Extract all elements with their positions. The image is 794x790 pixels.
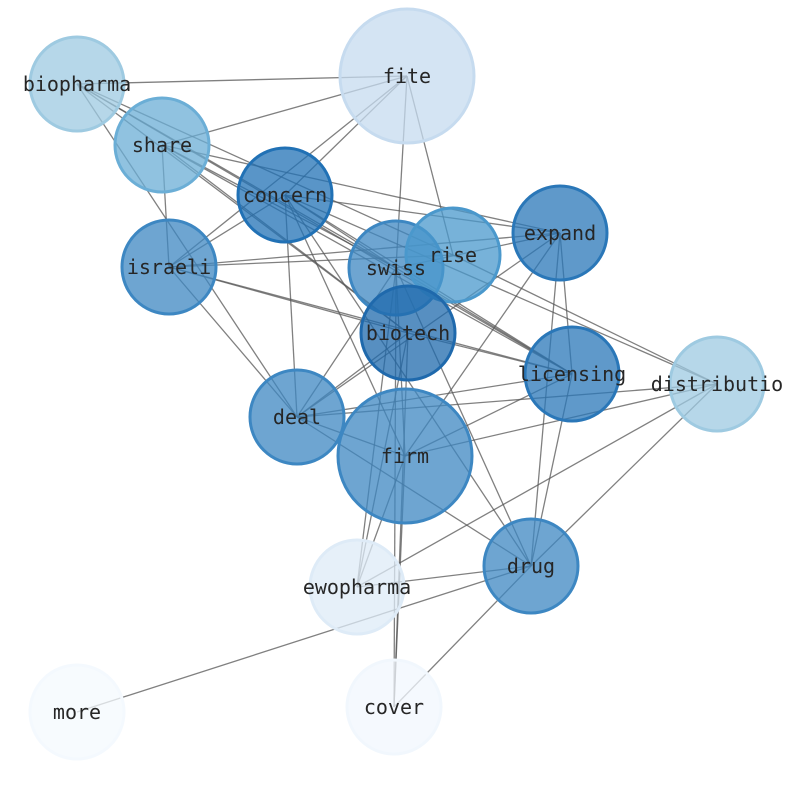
node-share[interactable] [113,96,211,194]
edge-drug-more [76,565,532,713]
node-label: biopharma [23,72,131,96]
node-cover[interactable] [345,658,443,756]
node-distributio[interactable] [668,335,766,433]
edge-share-expand [161,144,561,234]
node-label: fite [383,64,431,88]
node-ewopharma[interactable] [308,538,406,636]
edge-distributio-ewopharma [356,383,718,588]
node-expand[interactable] [511,184,609,282]
node-label: deal [273,405,321,429]
node-label: expand [524,221,596,245]
edge-rise-distributio [452,254,718,385]
node-label: israeli [127,255,211,279]
node-label: licensing [518,362,626,386]
node-biotech[interactable] [359,284,457,382]
node-label: drug [507,554,555,578]
node-label: more [53,700,101,724]
nodes-layer [28,7,766,761]
node-firm[interactable] [336,387,474,525]
node-label: cover [364,695,424,719]
node-biopharma[interactable] [28,35,126,133]
node-label: distributio [651,372,783,396]
node-deal[interactable] [248,368,346,466]
node-israeli[interactable] [120,218,218,316]
node-licensing[interactable] [523,325,621,423]
node-fite[interactable] [338,7,476,145]
node-concern[interactable] [236,146,334,244]
node-rise[interactable] [404,206,502,304]
node-label: concern [243,183,327,207]
node-label: biotech [366,321,450,345]
labels-layer: biopharma fite share concern israeli swissris… [23,64,783,724]
node-label: ewopharma [303,575,411,599]
edge-concern-distributio [284,194,718,385]
node-label: firm [381,444,429,468]
node-label: swiss [366,256,426,280]
node-label: share [132,133,192,157]
node-more[interactable] [28,663,126,761]
node-drug[interactable] [482,517,580,615]
node-label: rise [429,243,477,267]
